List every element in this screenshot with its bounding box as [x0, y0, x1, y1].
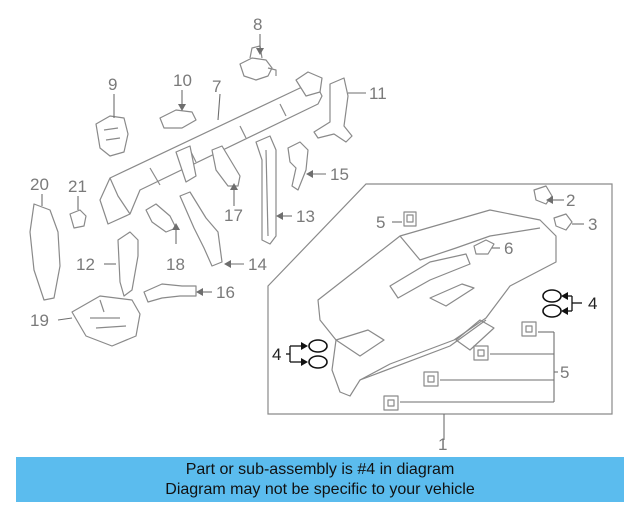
callout-16: 16	[216, 283, 235, 302]
callout-12: 12	[76, 255, 95, 274]
part-15-bracket	[287, 141, 309, 191]
part-5-clip-upper	[403, 211, 417, 227]
part-3-clip	[553, 213, 573, 231]
parts-diagram: 7 8 9 10 11 15 20 21	[29, 15, 613, 452]
banner-line-2: Diagram may not be specific to your vehi…	[165, 481, 475, 498]
part-6-clip	[473, 239, 495, 255]
callout-5-lower: 5	[560, 363, 569, 382]
callout-10: 10	[173, 71, 192, 90]
banner-line-1: Part or sub-assembly is #4 in diagram	[185, 461, 455, 478]
assembly-frame	[267, 183, 613, 415]
part-10-bracket	[159, 109, 197, 129]
part-17-bracket	[211, 145, 241, 187]
callout-21: 21	[68, 177, 87, 196]
part-4-right-seals	[542, 289, 582, 318]
callout-20: 20	[30, 175, 49, 194]
callout-13: 13	[296, 207, 315, 226]
part-16-duct	[143, 283, 197, 303]
callout-2: 2	[566, 191, 575, 210]
part-19-bracket	[71, 295, 141, 347]
callout-5-upper: 5	[376, 213, 385, 232]
callout-15: 15	[330, 165, 349, 184]
part-7-cross-beam	[99, 71, 323, 225]
part-21-clip	[69, 209, 87, 229]
part-4-left-seals	[286, 339, 328, 369]
callout-3: 3	[588, 215, 597, 234]
part-5-clips-lower	[383, 321, 537, 411]
part-14-bracket	[179, 191, 223, 267]
callout-14: 14	[248, 255, 267, 274]
callout-6: 6	[504, 239, 513, 258]
part-13-pillar	[255, 135, 277, 245]
callout-7: 7	[212, 77, 221, 96]
part-12-bracket	[117, 231, 139, 297]
callout-17: 17	[224, 206, 243, 225]
callout-1: 1	[438, 435, 447, 452]
info-banner: Part or sub-assembly is #4 in diagram Di…	[16, 457, 624, 502]
callout-11: 11	[369, 84, 387, 103]
part-5-leaders	[400, 331, 558, 403]
part-20-panel	[29, 203, 61, 301]
instrument-panel	[317, 209, 557, 397]
part-18-bracket	[145, 203, 177, 233]
callout-8: 8	[253, 15, 262, 34]
callout-4-left: 4	[272, 345, 281, 364]
callout-4-right: 4	[588, 294, 597, 313]
part-9-bracket	[95, 115, 129, 157]
callout-18: 18	[166, 255, 185, 274]
callout-9: 9	[108, 75, 117, 94]
part-11-bracket	[313, 77, 353, 143]
callout-19: 19	[30, 311, 49, 330]
